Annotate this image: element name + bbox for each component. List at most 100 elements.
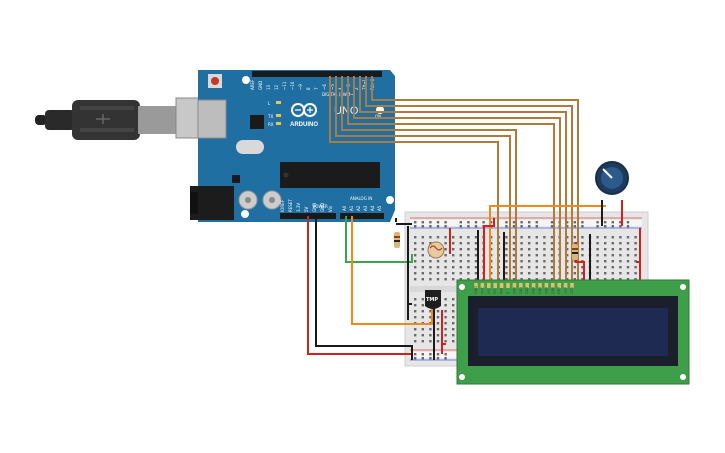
breadboard-hole <box>452 242 455 245</box>
digital-pin-label: 4 <box>338 87 343 90</box>
board-model: UNO <box>334 105 359 117</box>
breadboard-hole <box>452 298 455 301</box>
breadboard-rail-hole <box>619 221 622 224</box>
breadboard-hole <box>550 236 554 239</box>
breadboard-hole <box>429 236 432 239</box>
breadboard-rail-hole <box>474 225 478 228</box>
breadboard-hole <box>550 272 554 275</box>
reset-button-icon <box>211 77 219 85</box>
breadboard-hole <box>414 272 417 275</box>
breadboard-hole <box>459 278 462 281</box>
breadboard-rail-hole <box>550 225 554 228</box>
digital-pin-label: 7 <box>314 87 319 90</box>
breadboard-hole <box>467 242 470 245</box>
breadboard-hole <box>421 278 424 281</box>
breadboard-hole <box>452 260 455 263</box>
breadboard-hole <box>520 248 523 251</box>
breadboard-hole <box>429 242 432 245</box>
breadboard-hole <box>535 242 538 245</box>
breadboard-hole <box>543 254 546 257</box>
breadboard-hole <box>520 278 523 281</box>
sensor-label: TMP <box>426 297 438 303</box>
breadboard-hole <box>634 242 637 245</box>
breadboard-hole <box>543 242 546 245</box>
breadboard-rail-hole <box>626 225 630 228</box>
breadboard-hole <box>512 236 516 239</box>
breadboard-hole <box>444 242 447 245</box>
breadboard-hole <box>611 272 614 275</box>
photoresistor <box>427 241 445 259</box>
breadboard-hole <box>474 248 478 251</box>
breadboard-hole <box>596 278 599 281</box>
breadboard-hole <box>528 242 531 245</box>
lcd-pin-label: LED <box>564 287 568 294</box>
breadboard-hole <box>444 316 447 319</box>
breadboard-rail-hole <box>429 353 432 356</box>
breadboard-hole <box>573 242 576 245</box>
breadboard-hole <box>421 242 424 245</box>
breadboard-hole <box>512 242 516 245</box>
lcd-pin <box>538 283 542 288</box>
breadboard-rail-hole <box>444 357 447 360</box>
breadboard-hole <box>452 248 455 251</box>
breadboard-hole <box>626 266 630 269</box>
power-pin-label: 3.3V <box>296 203 301 212</box>
breadboard-hole <box>535 278 538 281</box>
breadboard-rail-hole <box>414 353 417 356</box>
breadboard-rail-hole <box>436 357 440 360</box>
breadboard-hole <box>512 278 516 281</box>
lcd-pin-label: DB6 <box>551 287 555 294</box>
breadboard-hole <box>421 310 424 313</box>
temperature-sensor: TMP <box>425 290 441 309</box>
breadboard-hole <box>604 242 607 245</box>
breadboard-hole <box>414 254 417 257</box>
breadboard-hole <box>528 248 531 251</box>
breadboard-hole <box>505 260 508 263</box>
breadboard-hole <box>626 242 630 245</box>
breadboard-hole <box>596 248 599 251</box>
breadboard-hole <box>634 266 637 269</box>
breadboard-hole <box>444 260 447 263</box>
breadboard-hole <box>436 266 440 269</box>
breadboard-hole <box>474 266 478 269</box>
usb-cable <box>35 97 207 140</box>
breadboard-hole <box>611 278 614 281</box>
breadboard-hole <box>421 266 424 269</box>
breadboard-hole <box>414 328 417 331</box>
breadboard-hole <box>452 304 455 307</box>
breadboard-hole <box>550 254 554 257</box>
breadboard-hole <box>444 278 447 281</box>
breadboard-hole <box>581 242 584 245</box>
lcd-pin <box>531 283 536 288</box>
breadboard-hole <box>414 278 417 281</box>
lcd-pin <box>493 283 497 288</box>
on-label: ON <box>375 114 381 119</box>
breadboard-rail-hole <box>512 221 516 224</box>
breadboard-hole <box>619 260 622 263</box>
breadboard-rail-hole <box>619 225 622 228</box>
breadboard-hole <box>414 298 417 301</box>
breadboard-hole <box>512 272 516 275</box>
breadboard-hole <box>550 260 554 263</box>
breadboard-rail-hole <box>429 225 432 228</box>
breadboard-hole <box>619 242 622 245</box>
breadboard-hole <box>566 278 569 281</box>
breadboard-hole <box>452 328 455 331</box>
breadboard-hole <box>543 236 546 239</box>
breadboard-hole <box>626 254 630 257</box>
breadboard-hole <box>512 260 516 263</box>
breadboard-hole <box>436 316 440 319</box>
breadboard-hole <box>550 266 554 269</box>
breadboard-hole <box>550 242 554 245</box>
breadboard-hole <box>414 236 417 239</box>
lcd-pin <box>474 283 478 288</box>
breadboard-hole <box>436 334 440 337</box>
breadboard-hole <box>528 254 531 257</box>
digital-pin-label: 8 <box>306 87 311 90</box>
lcd-pin <box>557 283 561 288</box>
breadboard-hole <box>452 340 455 343</box>
breadboard-rail-hole <box>505 225 508 228</box>
breadboard-hole <box>459 248 462 251</box>
